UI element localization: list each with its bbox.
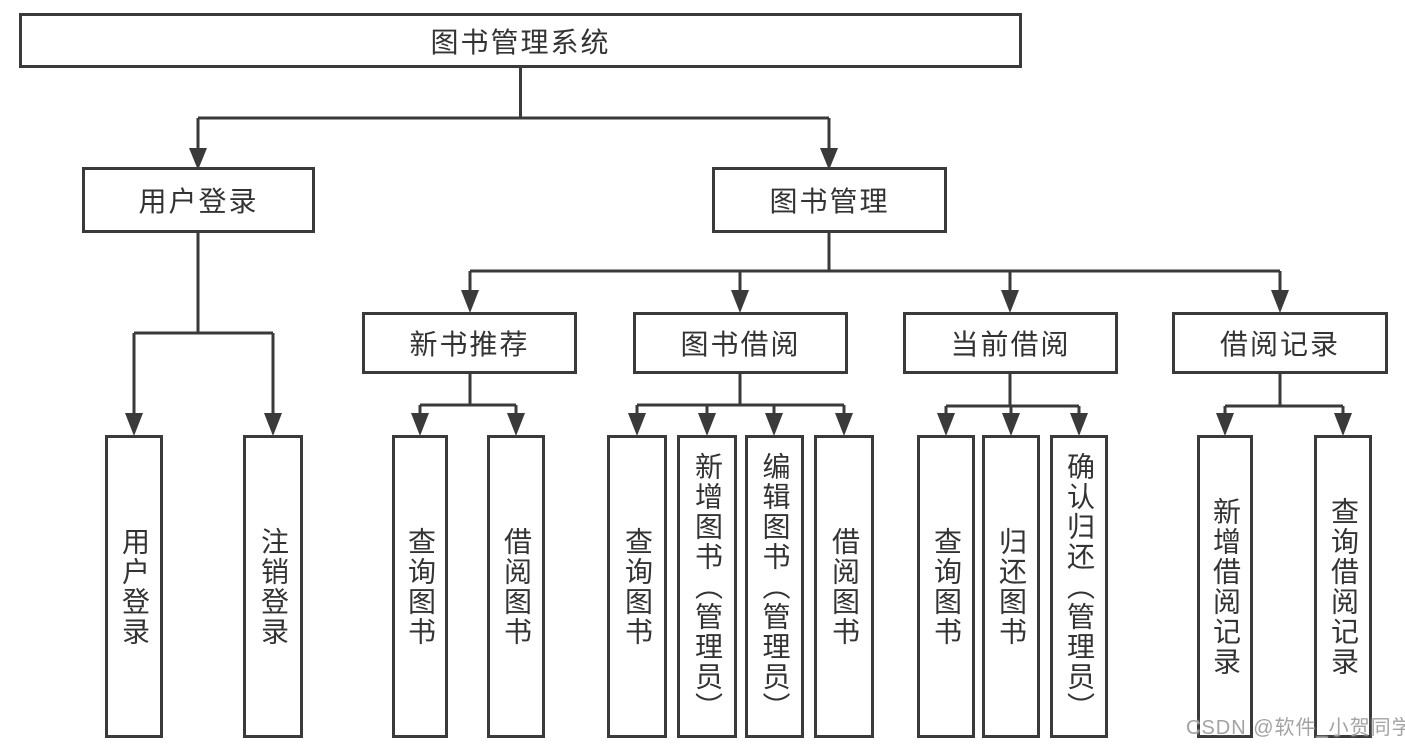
node-user-login: 用户登录 [82,167,315,233]
node-leaf-bb-add-book-admin: 新增图书（管理员） [677,435,737,738]
arrowhead [820,148,838,170]
node-leaf-bb-query-book-label: 查询图书 [622,526,653,647]
arrowhead [1334,413,1352,436]
node-leaf-bb-borrow-book-label: 借阅图书 [829,526,860,647]
arrowhead [264,413,282,436]
arrowhead [411,413,429,436]
node-leaf-bb-add-book-admin-label: 新增图书（管理员） [692,451,723,722]
connector-new-book-rec-children [411,374,525,436]
node-leaf-nbr-borrow-book: 借阅图书 [487,435,545,738]
node-leaf-br-add-record-label: 新增借阅记录 [1210,496,1241,677]
arrowhead [507,413,525,436]
arrowhead [125,413,143,436]
node-book-management: 图书管理 [712,167,947,233]
node-leaf-bb-query-book: 查询图书 [607,435,667,738]
node-leaf-user-login: 用户登录 [105,435,163,738]
arrowhead [461,290,479,313]
node-leaf-nbr-query-book-label: 查询图书 [405,526,436,647]
arrowhead [1001,290,1019,313]
node-leaf-cb-return-book-label: 归还图书 [996,526,1027,647]
arrowhead [1216,413,1234,436]
node-leaf-br-query-record-label: 查询借阅记录 [1328,496,1359,677]
connector-current-borrow-children [937,374,1088,436]
node-new-book-recommendation: 新书推荐 [362,312,577,374]
node-leaf-cb-return-book: 归还图书 [982,435,1040,738]
node-leaf-bb-edit-book-admin: 编辑图书（管理员） [745,435,804,738]
connector-root-to-level2 [189,68,838,170]
arrowhead [937,413,955,436]
arrowhead [1070,413,1088,436]
node-root-system-label: 图书管理系统 [430,26,611,58]
node-book-borrowing-label: 图书借阅 [680,329,801,360]
connector-book-borrow-children [628,374,853,436]
node-leaf-bb-edit-book-admin-label: 编辑图书（管理员） [759,451,791,722]
node-user-login-label: 用户登录 [138,186,259,217]
node-leaf-logout: 注销登录 [243,435,303,738]
connector-user-login-children [125,233,282,436]
arrowhead [1271,290,1289,313]
node-book-management-label: 图书管理 [769,186,890,217]
node-leaf-bb-borrow-book: 借阅图书 [814,435,874,738]
connector-book-mgmt-to-level3 [461,233,1289,313]
arrowhead [189,148,207,170]
node-leaf-br-query-record: 查询借阅记录 [1314,435,1372,738]
node-book-borrowing: 图书借阅 [633,312,848,374]
node-borrowing-records-label: 借阅记录 [1219,329,1340,360]
node-root-system: 图书管理系统 [19,13,1022,68]
node-leaf-cb-query-book-label: 查询图书 [931,526,962,647]
arrowhead [835,413,853,436]
arrowhead [1002,413,1020,436]
arrowhead [628,413,646,436]
node-leaf-nbr-borrow-book-label: 借阅图书 [501,526,532,647]
connector-borrow-records-children [1216,374,1352,436]
node-new-book-recommendation-label: 新书推荐 [409,329,530,360]
node-leaf-logout-label: 注销登录 [258,526,289,647]
node-leaf-br-add-record: 新增借阅记录 [1197,435,1253,738]
node-leaf-nbr-query-book: 查询图书 [392,435,448,738]
node-current-borrowing: 当前借阅 [903,312,1118,374]
watermark: CSDN @软件_小贺同学 [1186,717,1405,739]
node-leaf-cb-confirm-return-admin: 确认归还（管理员） [1050,435,1108,738]
node-current-borrowing-label: 当前借阅 [950,329,1071,360]
node-leaf-cb-query-book: 查询图书 [917,435,975,738]
arrowhead [765,413,783,436]
node-leaf-cb-confirm-return-admin-label: 确认归还（管理员） [1064,451,1095,722]
arrowhead [698,413,716,436]
node-borrowing-records: 借阅记录 [1172,312,1388,374]
arrowhead [731,290,749,313]
node-leaf-user-login-label: 用户登录 [119,526,150,647]
